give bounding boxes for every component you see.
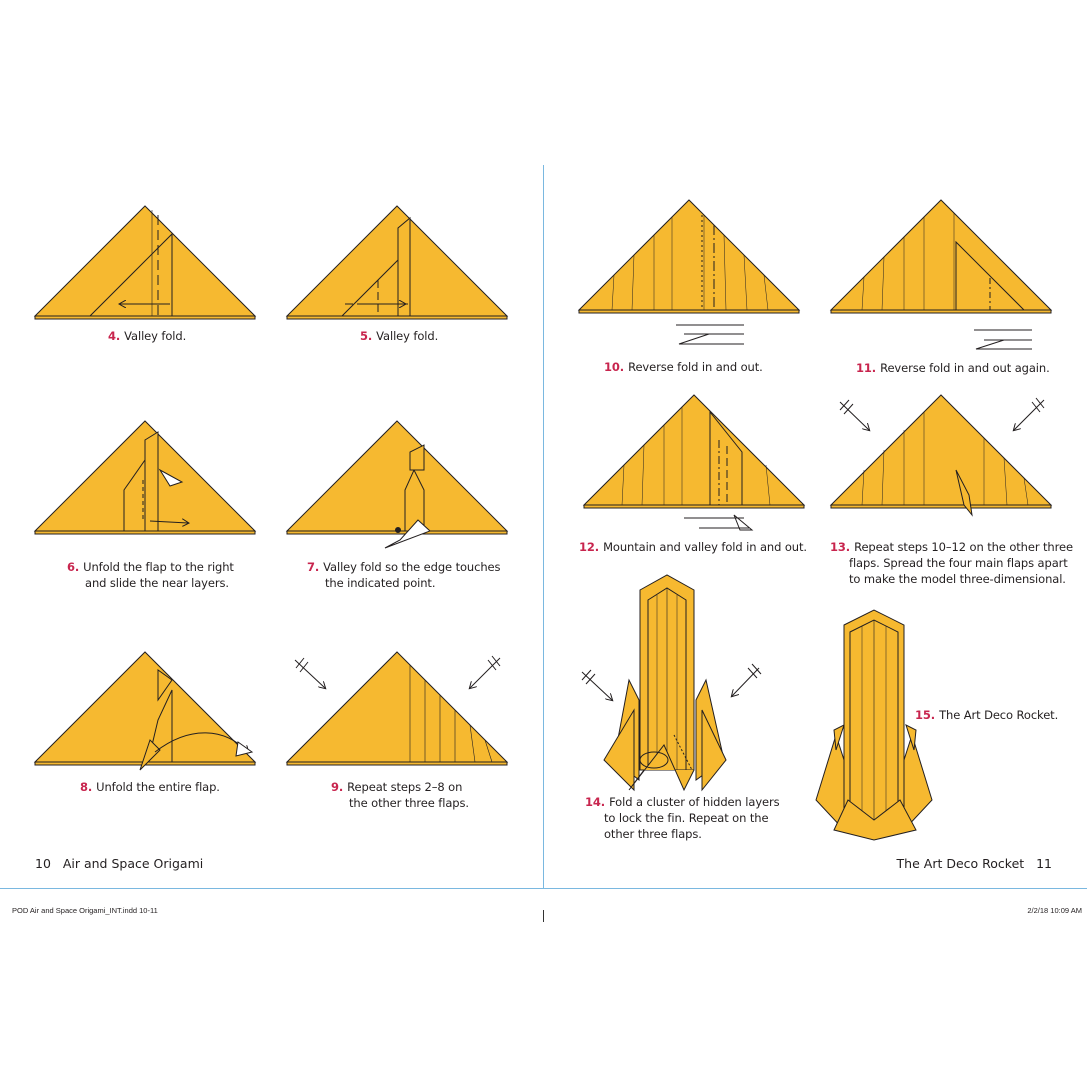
slug-file-info: POD Air and Space Origami_INT.indd 10-11 <box>12 906 158 915</box>
step-10-diagram <box>577 199 801 345</box>
step-15-caption: 15.The Art Deco Rocket. <box>915 708 1059 722</box>
left-folio: 10 Air and Space Origami <box>35 856 204 871</box>
step-12-caption: 12.Mountain and valley fold in and out. <box>579 540 807 554</box>
step-8-diagram <box>33 651 257 771</box>
step-14-caption: 14.Fold a cluster of hidden layers to lo… <box>585 795 780 841</box>
step-6-caption: 6.Unfold the flap to the right and slide… <box>67 560 234 590</box>
step-11-diagram <box>829 199 1053 350</box>
gutter-line <box>543 165 544 888</box>
step-12-diagram <box>582 394 806 531</box>
step-6-diagram <box>33 420 257 535</box>
step-14-diagram <box>581 574 762 792</box>
right-page-diagrams <box>577 199 1053 841</box>
step-7-caption: 7.Valley fold so the edge touches the in… <box>307 560 501 590</box>
right-page: 10.Reverse fold in and out. 11.Reverse f… <box>544 0 1087 888</box>
step-4-diagram <box>33 205 257 320</box>
slug-date-info: 2/2/18 10:09 AM <box>1027 906 1082 915</box>
step-13-caption: 13.Repeat steps 10–12 on the other three… <box>830 540 1073 586</box>
step-10-caption: 10.Reverse fold in and out. <box>604 360 763 374</box>
step-13-diagram <box>829 394 1053 517</box>
step-7-diagram <box>285 420 509 549</box>
step-9-diagram <box>285 651 509 766</box>
crop-mark <box>543 910 544 922</box>
step-9-caption: 9.Repeat steps 2–8 on the other three fl… <box>331 780 469 810</box>
step-5-diagram <box>285 205 509 320</box>
step-8-caption: 8.Unfold the entire flap. <box>80 780 220 794</box>
step-4-caption: 4.Valley fold. <box>108 329 187 343</box>
step-11-caption: 11.Reverse fold in and out again. <box>856 361 1050 375</box>
right-folio: The Art Deco Rocket 11 <box>896 856 1052 871</box>
step-5-caption: 5.Valley fold. <box>360 329 439 343</box>
trim-line <box>0 888 1087 889</box>
left-page-diagrams <box>33 205 509 771</box>
left-page: 4.Valley fold. 5.Valley fold. 6.Unfold t… <box>0 0 543 888</box>
step-15-diagram <box>815 609 933 841</box>
